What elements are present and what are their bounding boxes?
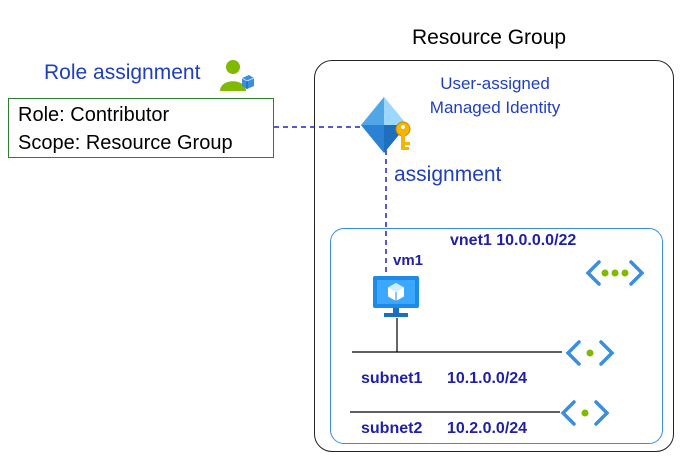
assignment-label: assignment (394, 163, 502, 186)
vnet-icon (585, 260, 645, 286)
vm-label: vm1 (393, 252, 424, 269)
managed-identity-label: User-assigned Managed Identity (410, 72, 580, 120)
subnet-icon (560, 400, 610, 426)
subnet2-name: subnet2 (361, 420, 423, 437)
subnet1-cidr: 10.1.0.0/24 (447, 370, 528, 387)
role-assignment-title: Role assignment (44, 61, 201, 84)
subnet1-name: subnet1 (361, 370, 423, 387)
subnet-icon (565, 340, 615, 366)
subnet2-cidr: 10.2.0.0/24 (447, 420, 528, 437)
user-role-icon (220, 60, 254, 91)
subnet2-label: subnet2 10.2.0.0/24 (361, 420, 527, 438)
role-text: Role: Contributor (18, 104, 170, 126)
subnet1-label: subnet1 10.1.0.0/24 (361, 370, 527, 388)
resource-group-container (314, 60, 674, 452)
key-icon (395, 121, 411, 150)
vnet-label: vnet1 10.0.0.0/22 (450, 232, 577, 249)
role-assignment-box: Role: Contributor Scope: Resource Group (8, 98, 274, 158)
resource-group-title: Resource Group (412, 26, 567, 49)
vnet-container (330, 228, 663, 444)
scope-text: Scope: Resource Group (18, 132, 233, 154)
managed-identity-label-line2: Managed Identity (429, 98, 561, 117)
managed-identity-icon (361, 97, 411, 153)
virtual-machine-icon (373, 276, 419, 317)
managed-identity-label-line1: User-assigned (440, 74, 550, 93)
